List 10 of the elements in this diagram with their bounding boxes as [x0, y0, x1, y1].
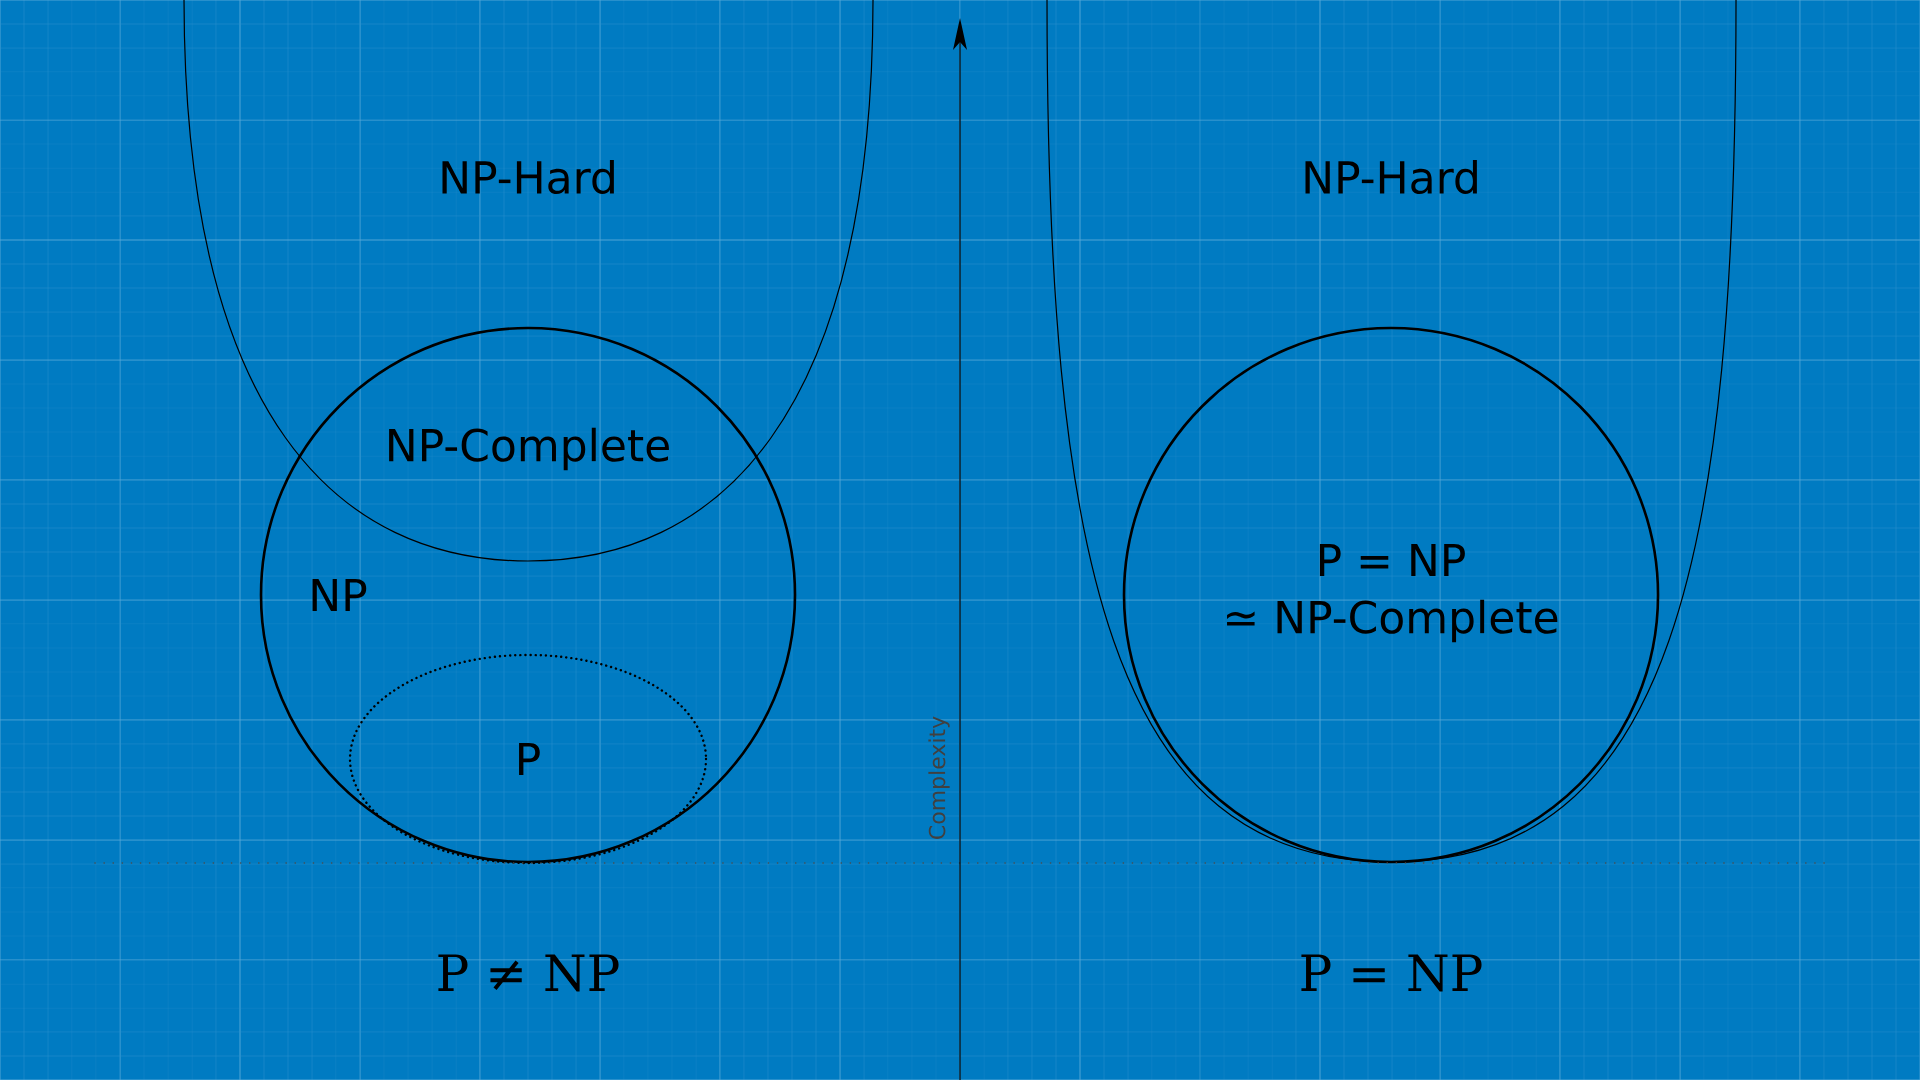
region-label: ≃ NP-Complete — [1227, 599, 1558, 643]
region-label: NP-Complete — [389, 427, 669, 471]
region-label: P — [519, 743, 540, 776]
region-label: NP-Hard — [1305, 160, 1477, 195]
case-label: P ≠ NP — [438, 954, 619, 992]
region-label: P = NP — [1319, 543, 1465, 577]
axis-label: Complexity — [928, 716, 950, 839]
region-label: NP-Hard — [442, 160, 614, 195]
case-label: P = NP — [1301, 954, 1482, 992]
region-label: NP — [312, 579, 367, 612]
